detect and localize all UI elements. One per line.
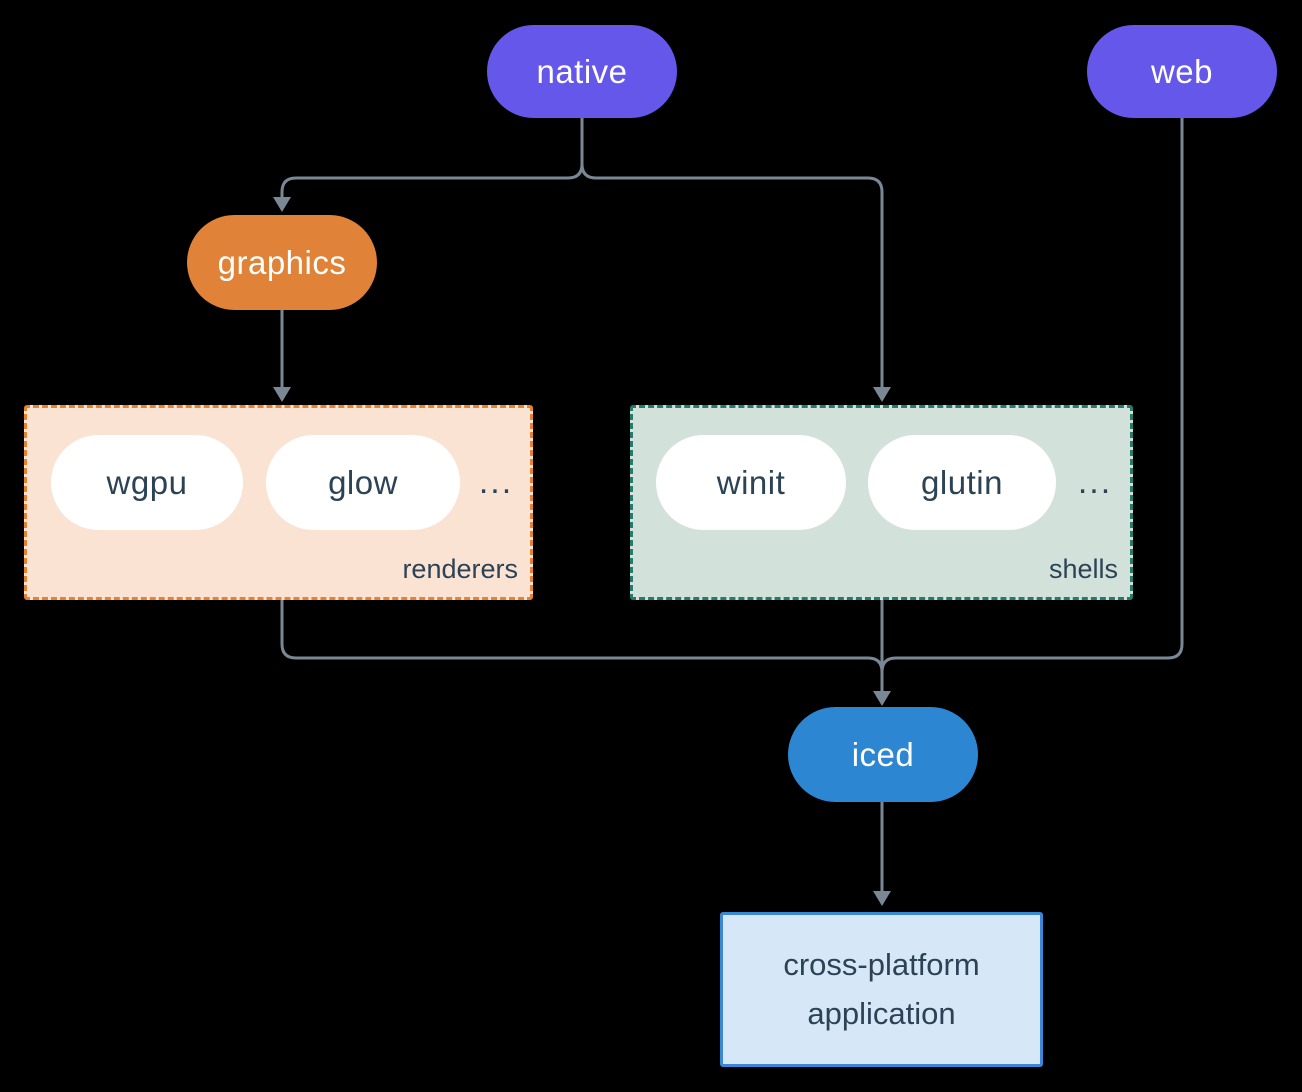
group-renderers-label: renderers [402,554,518,584]
node-glow: glow [266,435,460,530]
node-glutin-label: glutin [921,463,1003,501]
edge-native-graphics [280,118,584,198]
node-winit-label: winit [716,463,786,501]
node-web: web [1087,25,1277,118]
node-glow-label: glow [328,463,398,501]
renderers-ellipsis: ... [478,463,514,501]
node-wgpu-label: wgpu [106,463,188,501]
shells-ellipsis: ... [1077,463,1113,501]
group-shells: winit glutin ... shells [630,405,1133,600]
group-shells-label: shells [1048,554,1118,584]
node-wgpu: wgpu [51,435,243,530]
node-winit: winit [656,435,846,530]
node-iced-label: iced [851,735,915,773]
node-application: cross-platform application [720,912,1043,1067]
arrowhead-application [873,891,891,906]
node-graphics-label: graphics [217,243,347,281]
node-application-label: cross-platform application [783,947,980,1031]
group-renderers: wgpu glow ... renderers [24,405,533,600]
node-glutin: glutin [868,435,1056,530]
edge-renderers-iced [280,600,884,673]
arrowhead-graphics [273,197,291,212]
node-web-label: web [1150,52,1214,90]
arrowhead-renderers [273,387,291,402]
node-native-label: native [536,52,628,90]
arrowhead-shells [873,387,891,402]
arrowhead-iced [873,691,891,706]
edge-native-shells [580,118,884,388]
node-iced: iced [788,707,978,802]
node-graphics: graphics [187,215,377,310]
node-native: native [487,25,677,118]
